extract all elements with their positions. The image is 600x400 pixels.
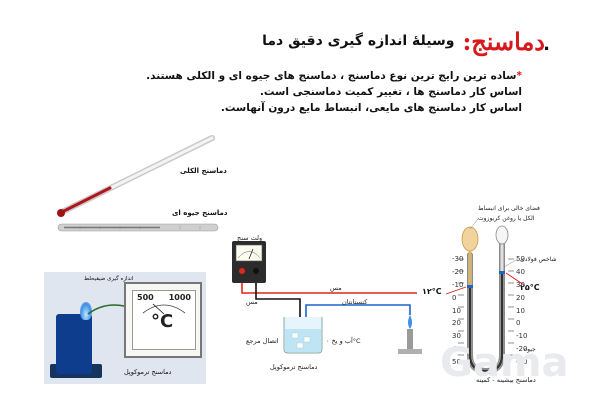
ice-water-label: آب و یخ ۰°C [326, 337, 361, 345]
meter-scale-low: 500 [137, 293, 154, 302]
right-tick: 0 [516, 319, 521, 328]
left-tick: 20 [452, 319, 461, 328]
right-tick: -30 [516, 358, 528, 367]
right-tick: 20 [516, 293, 525, 302]
left-scale-ticks [458, 258, 464, 356]
bullet-marker: * [516, 70, 523, 82]
meter-scale-high: 1000 [168, 293, 191, 302]
bullet-text: ساده ترین رایج ترین نوع دماسنج ، دماسنج … [146, 70, 517, 82]
bunsen-burner-diagram [398, 315, 422, 354]
right-scale-ticks [508, 258, 514, 356]
bunsen-burner [56, 314, 92, 374]
flame-icon [80, 302, 92, 320]
left-tick: 50 [452, 358, 461, 367]
bullet-text: اساس کار دماسنج های مایعی، انبساط مایع د… [220, 102, 522, 114]
left-reading: ۱۲°C [422, 287, 442, 296]
probe-wire [87, 304, 125, 315]
thermocouple-photo: 500 1000 °C اندازه گیری ضیقیحلط دماسنج ت… [44, 272, 206, 384]
photo-top-label: اندازه گیری ضیقیحلط [84, 276, 134, 282]
bullet-line-1: *ساده ترین رایج ترین نوع دماسنج ، دماسنج… [146, 70, 522, 82]
wire-label-constantan: کنستانتان [342, 298, 368, 306]
ice-water-beaker [283, 317, 323, 354]
copper-wire-top [241, 283, 417, 294]
vacuum-label: فضای خالی برای انبساط [478, 205, 540, 212]
right-tick: -20 [516, 345, 528, 354]
temperature-meter: 500 1000 °C [124, 282, 202, 358]
right-reading: ۲۵°C [520, 283, 540, 292]
left-tick: -10 [452, 280, 464, 289]
left-tick: -30 [452, 255, 464, 263]
left-tick: 10 [452, 306, 461, 315]
thermocouple-caption: دماسنج ترموکوپل [270, 363, 318, 371]
bullet-line-2: اساس کار دماسنج ها ، تغییر کمیت دماسنجی … [260, 86, 522, 98]
minmax-thermometer-diagram [445, 218, 525, 375]
title-dot: . [543, 34, 550, 55]
mercury-label: جیوه [524, 346, 536, 353]
voltmeter-label: ولت سنج [237, 234, 263, 242]
right-tick: -10 [516, 332, 528, 341]
alcohol-thermometer-label: دماسنج الکلی [180, 167, 227, 175]
wire-label-copper-top: مس [330, 284, 342, 292]
left-tick: 40 [452, 345, 461, 354]
page-subtitle: وسیلۀ اندازه گیری دقیق دما [262, 33, 455, 49]
right-scale: 50 40 30 20 10 0 -10 -20 -30 [516, 255, 527, 366]
thermocouple-diagram [232, 241, 422, 354]
wire-label-copper-bottom: مس [246, 298, 258, 306]
left-tick: -20 [452, 267, 464, 276]
alcohol-oil-label: الکل یا روغن کریوزوت [478, 215, 535, 222]
meter-unit: °C [151, 311, 174, 332]
right-tick: 30 [516, 280, 525, 289]
left-tick: 0 [452, 293, 457, 302]
copper-wire-bottom [255, 283, 301, 321]
photo-caption: دماسنج ترموکوپل [124, 368, 172, 376]
voltmeter [232, 241, 266, 283]
left-tick: 30 [452, 332, 461, 341]
right-tick: 10 [516, 306, 525, 315]
reference-junction-label: اتصال مرجع [246, 337, 279, 345]
left-scale: -30 -20 -10 0 10 20 30 40 50 [452, 255, 463, 366]
mercury-thermometer [57, 223, 219, 232]
alcohol-thermometer [57, 135, 215, 217]
bullet-line-3: اساس کار دماسنج های مایعی، انبساط مایع د… [221, 102, 522, 114]
minmax-caption: دماسنج بیشینه - کمینه [476, 376, 536, 384]
title-row: دماسنج: وسیلۀ اندازه گیری دقیق دما [262, 26, 545, 56]
watermark: Gama [440, 340, 569, 386]
left-reading-arrow [445, 286, 467, 295]
page-title: دماسنج: [462, 26, 545, 56]
right-tick: 40 [516, 267, 525, 276]
thermometers-illustration [57, 135, 219, 232]
meter-needle-arc [142, 303, 186, 315]
steel-index-label: شاخص فولادی [520, 256, 557, 263]
mercury-thermometer-label: دماسنج جیوه ای [172, 209, 228, 217]
bullet-text: اساس کار دماسنج ها ، تغییر کمیت دماسنجی … [259, 86, 522, 98]
right-tick: 50 [516, 255, 525, 263]
right-reading-arrow [505, 272, 525, 286]
constantan-wire [305, 304, 411, 321]
